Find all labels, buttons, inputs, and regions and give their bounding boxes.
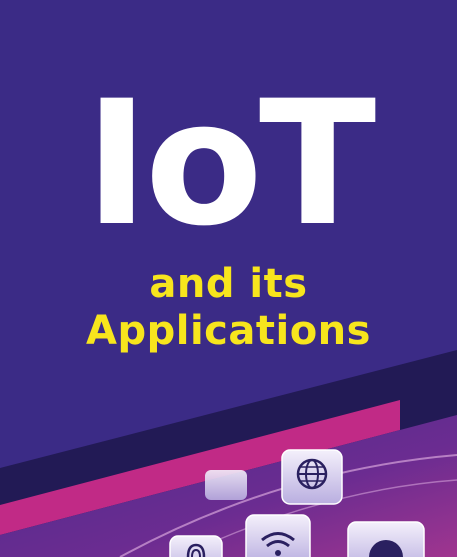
circle-icon <box>347 521 425 557</box>
cover-title: IoT <box>84 63 377 264</box>
cover-subtitle-line2: Applications <box>86 308 371 354</box>
tile-partial <box>205 470 247 500</box>
cover-subtitle-line1: and its <box>149 261 308 307</box>
wifi-icon <box>245 514 311 557</box>
globe-icon <box>281 449 343 505</box>
fingerprint-icon <box>169 535 223 557</box>
magenta-stripe <box>0 400 400 535</box>
